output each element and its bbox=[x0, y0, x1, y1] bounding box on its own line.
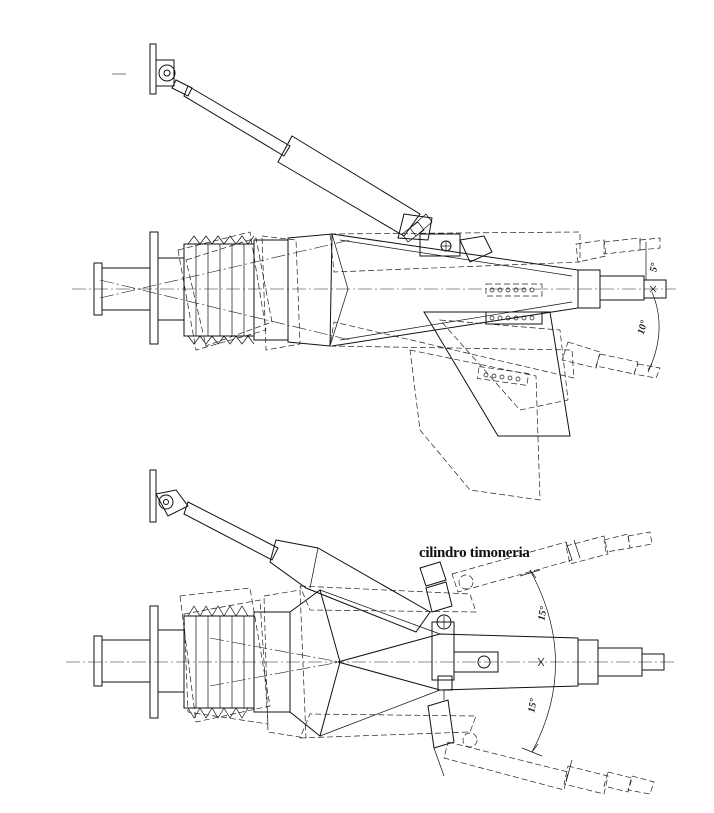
top-cylinder bbox=[112, 43, 493, 263]
top-holes bbox=[477, 283, 543, 386]
top-view bbox=[72, 43, 676, 501]
top-bellows bbox=[177, 231, 301, 351]
bottom-cylinder bbox=[149, 469, 453, 633]
top-deflected-rods bbox=[561, 237, 661, 379]
bottom-pivot bbox=[431, 614, 499, 700]
angle-5-label: 5° bbox=[648, 262, 661, 273]
bottom-bellows bbox=[179, 587, 307, 739]
top-cone bbox=[287, 231, 667, 379]
top-arm bbox=[409, 311, 571, 501]
steering-cylinder-label: cilindro timoneria bbox=[419, 545, 530, 561]
bottom-cone bbox=[209, 585, 665, 739]
bottom-lower-rod bbox=[427, 699, 655, 795]
bottom-angle-arc bbox=[519, 569, 556, 757]
top-flange bbox=[93, 231, 185, 345]
bottom-view bbox=[66, 469, 676, 795]
bottom-upper-rod bbox=[451, 531, 653, 593]
